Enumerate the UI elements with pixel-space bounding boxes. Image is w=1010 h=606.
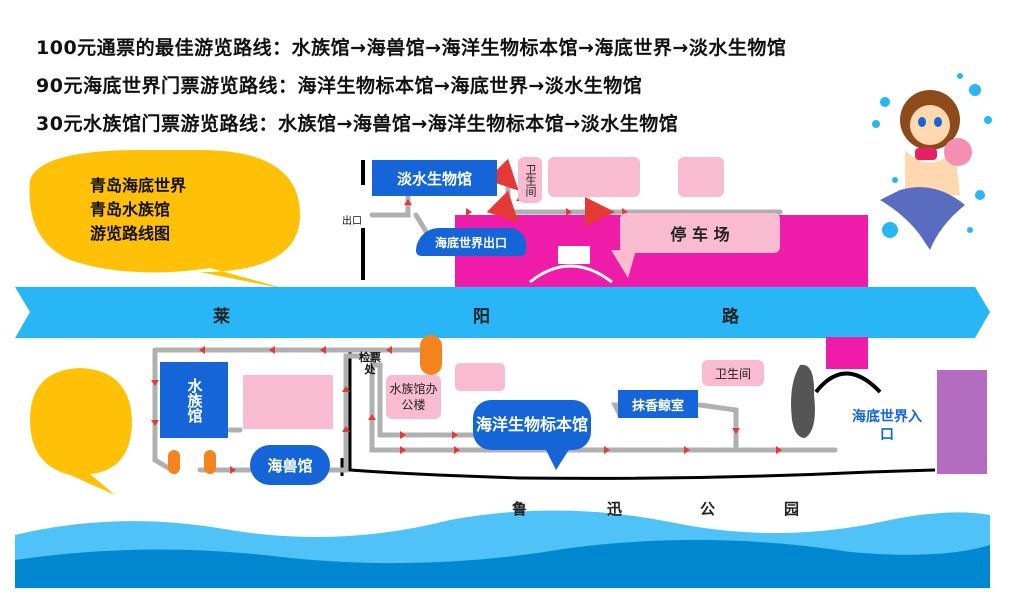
specimen-hall[interactable]: 海洋生物标本馆 [473,400,591,450]
arch-icon [529,264,613,284]
aquarium-office[interactable]: 水族馆办公楼 [386,375,441,419]
aquarium-label: 水族馆 [185,377,204,423]
seal-hall[interactable]: 海兽馆 [250,445,330,485]
title-bubble: 青岛海底世界 青岛水族馆 游览路线图 [90,174,260,246]
route-30: 30元水族馆门票游览路线：水族馆→海兽馆→海洋生物标本馆→淡水生物馆 [36,113,679,135]
sperm-whale-room[interactable]: 抹香鲸室 [618,390,698,418]
road-char-3: 路 [722,307,739,327]
underwater-exit[interactable]: 海底世界出口 [416,228,526,256]
park-char-4: 园 [784,500,800,518]
rock-icon [791,364,815,438]
exit-small: 出口 [342,216,362,227]
toilet-top[interactable]: 卫生间 [518,157,542,203]
title-line-3: 游览路线图 [90,224,171,243]
park-char-1: 鲁 [512,500,528,518]
title-line-1: 青岛海底世界 [90,176,187,195]
purple-block [937,370,987,474]
ticket-check[interactable]: 检票处 [359,351,381,376]
route-90: 90元海底世界门票游览路线：海洋生物标本馆→海底世界→淡水生物馆 [36,75,643,97]
aquarium[interactable]: 水族馆 [160,362,228,438]
road-band [15,287,990,338]
shell-icon [944,138,972,166]
road-char-1: 莱 [213,307,230,327]
toilet-bottom[interactable]: 卫生间 [702,360,764,386]
parking[interactable]: 停 车 场 [620,213,780,253]
park-char-3: 公 [700,500,716,518]
road-char-2: 阳 [473,307,490,327]
mermaid-icon [880,90,972,250]
title-line-2: 青岛水族馆 [90,200,171,219]
underwater-entrance[interactable]: 海底世界入口 [852,409,922,443]
bubble-icon [872,73,992,238]
orange-gate [420,335,442,375]
freshwater-hall[interactable]: 淡水生物馆 [372,160,497,196]
route-100: 100元通票的最佳游览路线：水族馆→海兽馆→海洋生物标本馆→海底世界→淡水生物馆 [36,37,787,59]
title-bubble-shape [29,150,300,290]
park-char-2: 迅 [607,500,623,518]
left-bubble-shape [30,368,132,495]
